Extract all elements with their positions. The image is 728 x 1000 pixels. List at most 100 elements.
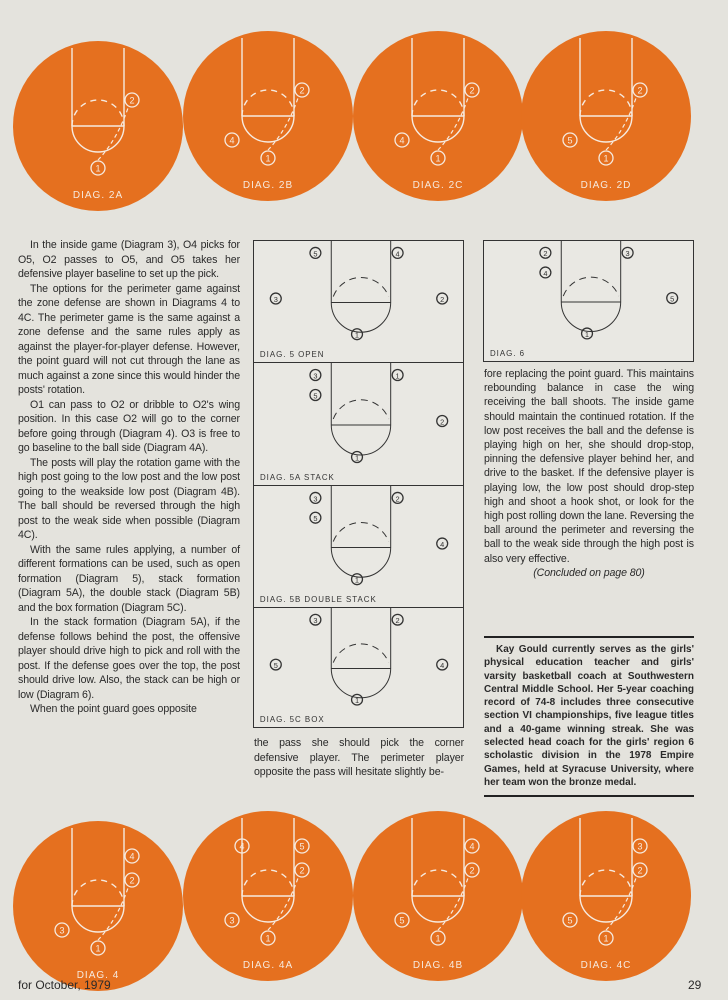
player-marker: 2 (124, 92, 140, 108)
player-marker: 2 (632, 82, 648, 98)
svg-text:1: 1 (355, 331, 359, 340)
player-marker: 5 (562, 912, 578, 928)
svg-text:3: 3 (59, 926, 64, 936)
svg-text:2: 2 (396, 494, 400, 503)
svg-text:3: 3 (626, 249, 630, 258)
svg-text:1: 1 (95, 164, 100, 174)
player-marker: 5 (666, 292, 679, 305)
svg-text:5: 5 (567, 136, 572, 146)
player-marker: 1 (598, 150, 614, 166)
svg-text:1: 1 (355, 696, 359, 705)
svg-text:5: 5 (670, 295, 674, 304)
player-marker: 5 (309, 388, 322, 402)
player-marker: 2 (464, 82, 480, 98)
page-number: 29 (688, 978, 702, 992)
diagram-label: DIAG. 4 (77, 970, 120, 981)
svg-text:3: 3 (313, 371, 317, 380)
player-marker: 1 (430, 150, 446, 166)
player-marker: 4 (124, 848, 140, 864)
svg-text:4: 4 (396, 249, 400, 258)
player-marker: 5 (309, 246, 322, 260)
player-marker: 1 (260, 150, 276, 166)
player-marker: 5 (294, 838, 310, 854)
diagram-label: DIAG. 5A STACK (260, 473, 335, 482)
player-marker: 2 (124, 872, 140, 888)
diagram-label: DIAG. 6 (490, 349, 525, 358)
svg-text:1: 1 (355, 576, 359, 585)
article-right-column: fore replacing the point guard. This mai… (484, 367, 694, 580)
player-marker: 4 (436, 658, 449, 671)
svg-text:4: 4 (543, 269, 547, 278)
paragraph: In the stack formation (Diagram 5A), if … (18, 616, 240, 701)
svg-text:2: 2 (299, 866, 304, 876)
svg-text:1: 1 (355, 453, 359, 462)
svg-text:1: 1 (603, 934, 608, 944)
paragraph: In the inside game (Diagram 3), O4 picks… (18, 239, 240, 280)
diagram-label: DIAG. 5C BOX (260, 715, 325, 724)
svg-text:2: 2 (637, 86, 642, 96)
svg-text:2: 2 (469, 866, 474, 876)
player-marker: 2 (391, 613, 404, 626)
diagram-label: DIAG. 4A (243, 960, 293, 971)
player-marker: 1 (391, 368, 404, 382)
svg-text:5: 5 (399, 916, 404, 926)
player-marker: 2 (436, 292, 449, 305)
player-marker: 4 (224, 132, 240, 148)
player-marker: 1 (598, 930, 614, 946)
author-bio-box: Kay Gould currently serves as the girls'… (484, 636, 694, 798)
svg-text:5: 5 (313, 249, 317, 258)
svg-text:5: 5 (567, 916, 572, 926)
player-marker: 2 (294, 82, 310, 98)
player-marker: 5 (309, 511, 322, 524)
player-marker: 3 (224, 912, 240, 928)
player-marker: 2 (436, 414, 449, 428)
player-marker: 3 (54, 922, 70, 938)
player-marker: 1 (350, 450, 364, 464)
svg-text:4: 4 (469, 842, 474, 852)
svg-text:1: 1 (396, 371, 400, 380)
player-marker: 2 (391, 491, 404, 505)
svg-text:4: 4 (440, 661, 444, 670)
svg-text:1: 1 (265, 934, 270, 944)
player-marker: 4 (436, 537, 449, 550)
diagram-label: DIAG. 2B (243, 180, 293, 191)
svg-text:2: 2 (637, 866, 642, 876)
player-marker: 1 (350, 693, 364, 706)
player-marker: 3 (269, 292, 282, 305)
diagram-label: DIAG. 5B DOUBLE STACK (260, 595, 377, 604)
svg-text:2: 2 (440, 295, 444, 304)
svg-text:5: 5 (313, 514, 317, 523)
diagram-label: DIAG. 4B (413, 960, 463, 971)
svg-text:2: 2 (129, 96, 134, 106)
svg-text:1: 1 (265, 154, 270, 164)
svg-text:1: 1 (585, 330, 589, 339)
svg-text:4: 4 (129, 852, 134, 862)
svg-text:4: 4 (399, 136, 404, 146)
author-bio: Kay Gould currently serves as the girls'… (484, 644, 694, 788)
player-marker: 2 (632, 862, 648, 878)
diagram-label: DIAG. 2C (413, 180, 464, 191)
player-marker: 5 (269, 658, 282, 671)
player-marker: 1 (580, 327, 594, 340)
svg-text:4: 4 (440, 540, 444, 549)
player-marker: 4 (234, 838, 250, 854)
article-left-column: In the inside game (Diagram 3), O4 picks… (18, 238, 240, 717)
diagram-label: DIAG. 2A (73, 190, 123, 201)
svg-text:4: 4 (239, 842, 244, 852)
svg-text:5: 5 (274, 661, 278, 670)
svg-text:5: 5 (313, 391, 317, 400)
player-marker: 2 (294, 862, 310, 878)
svg-text:1: 1 (435, 154, 440, 164)
svg-text:4: 4 (229, 136, 234, 146)
svg-text:3: 3 (313, 616, 317, 625)
svg-text:2: 2 (469, 86, 474, 96)
player-marker: 1 (430, 930, 446, 946)
